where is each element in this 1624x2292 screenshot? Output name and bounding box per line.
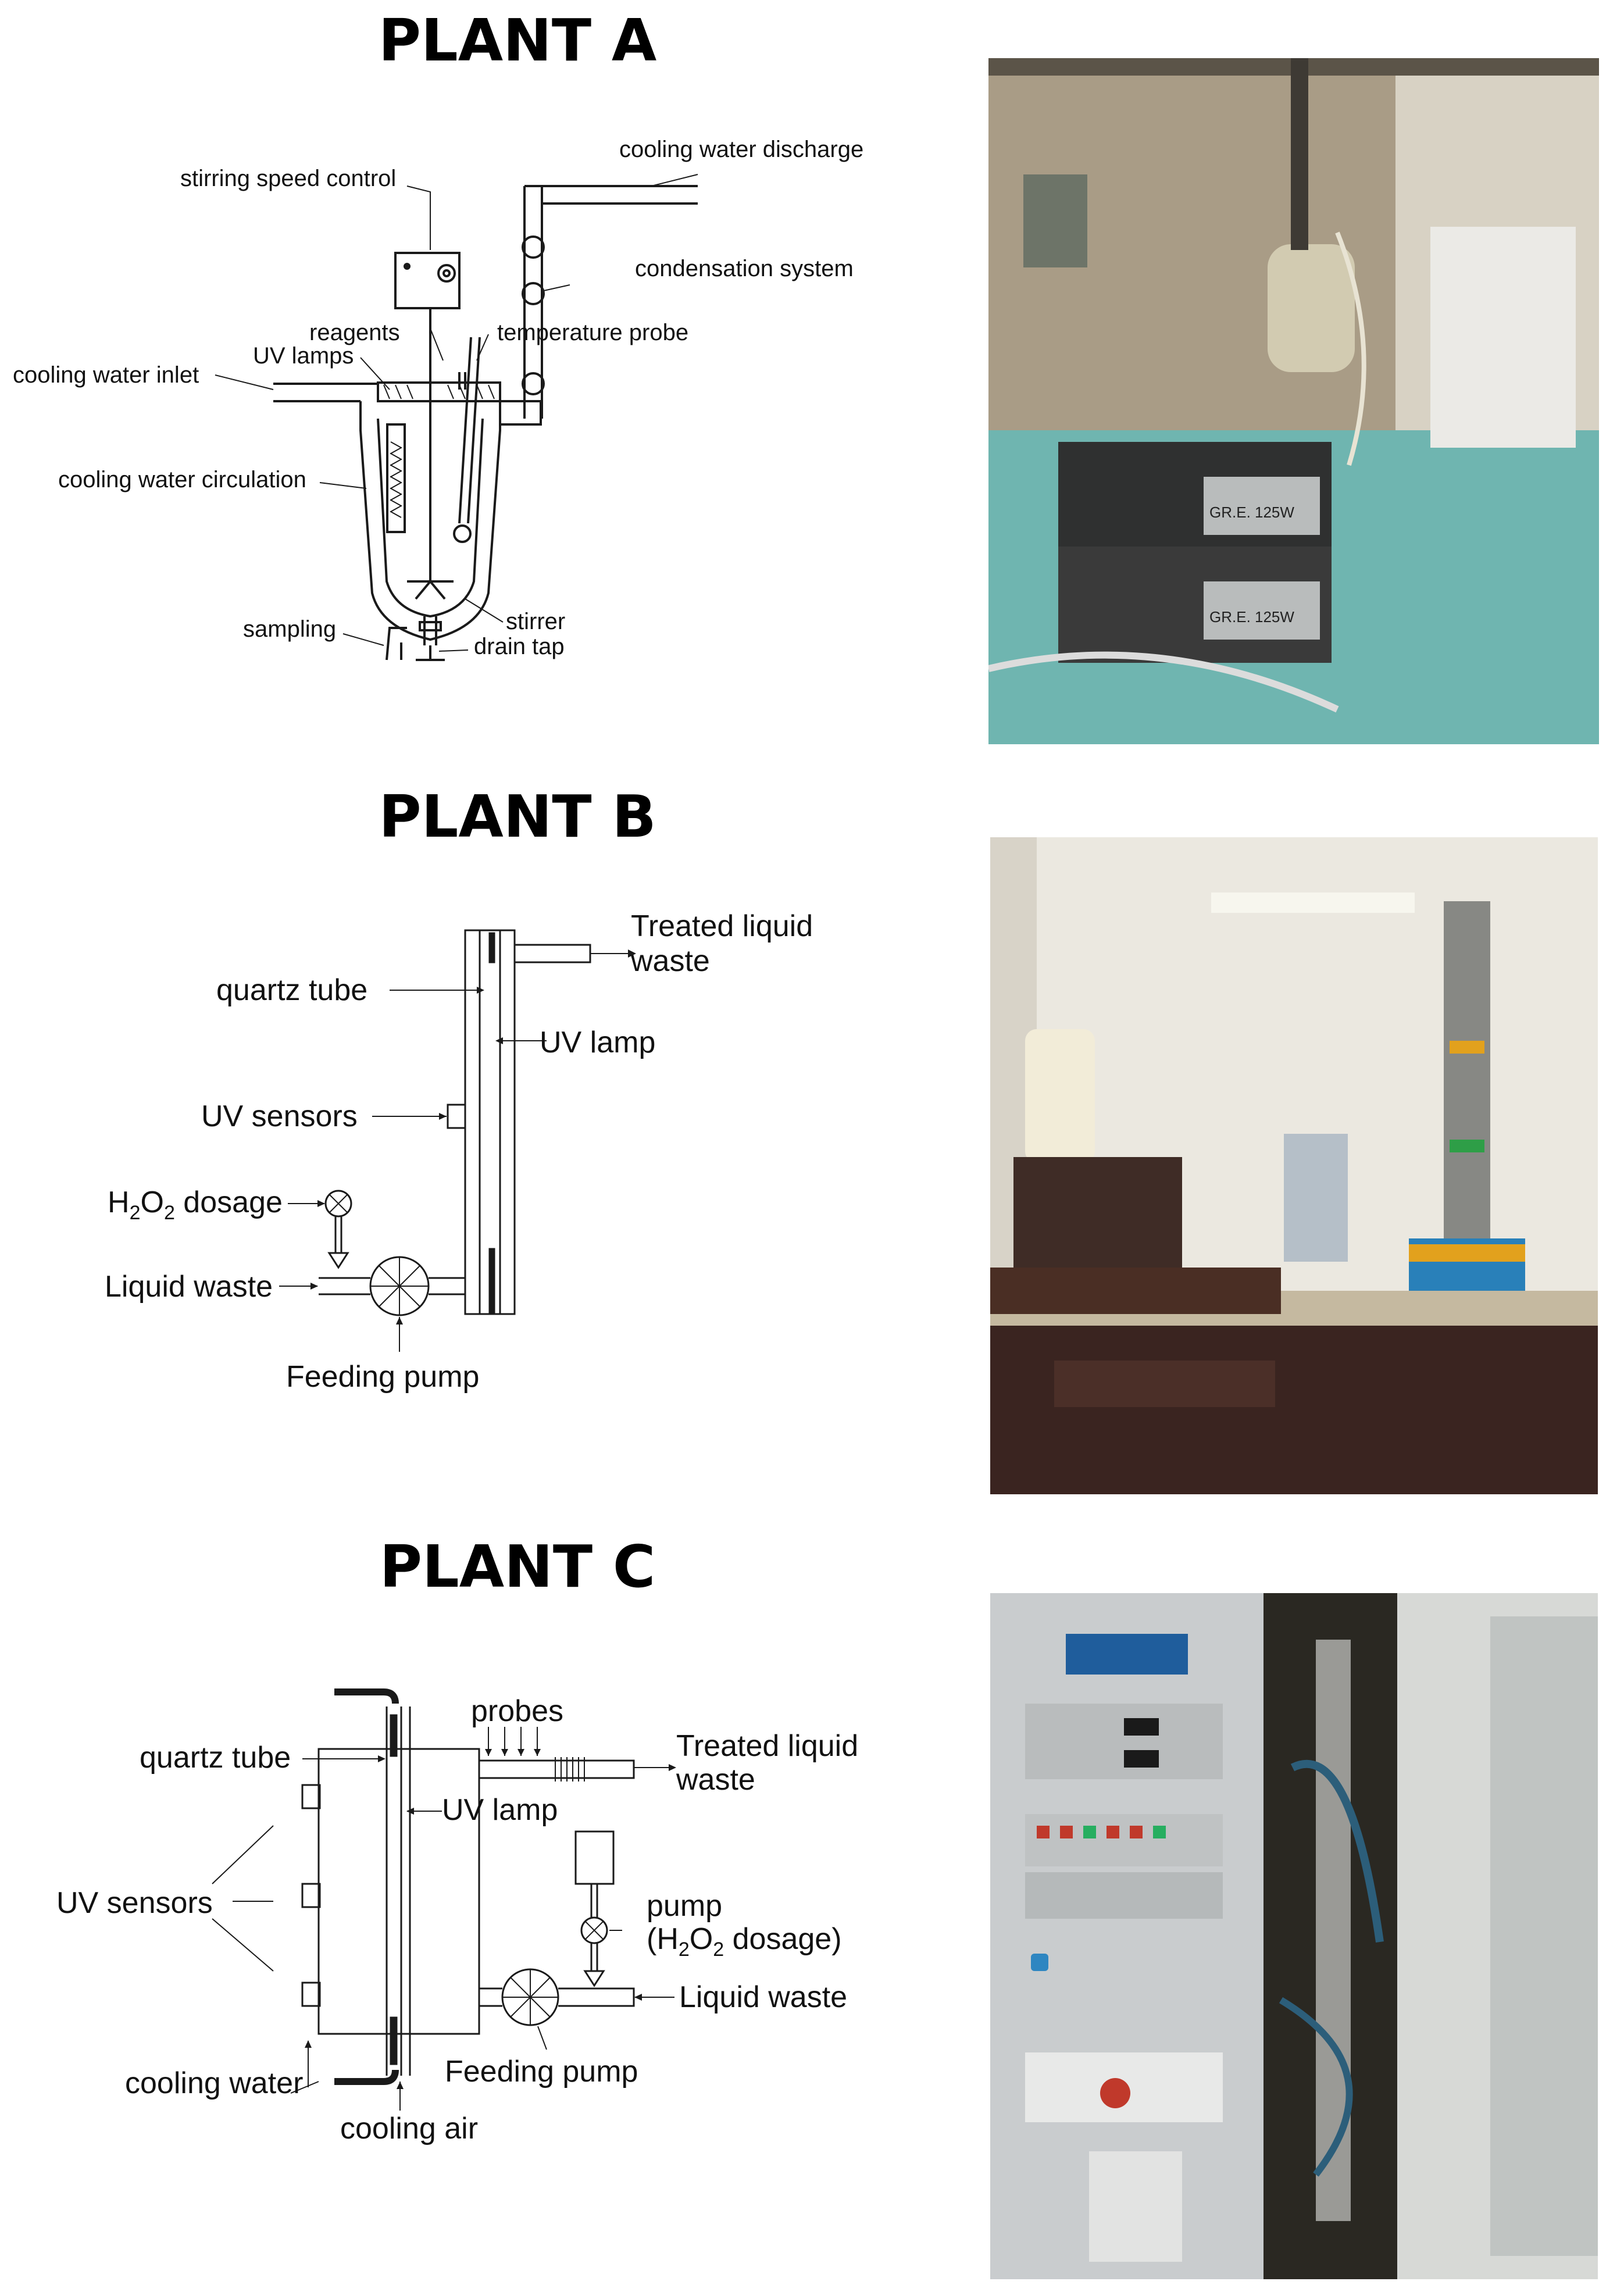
- reagents-label: reagents: [309, 320, 400, 345]
- plant-c-section: PLANT C: [0, 1506, 1624, 2292]
- plant-a-diagram: stirring speed control cooling water dis…: [13, 137, 863, 661]
- stirrer-label: stirrer: [506, 609, 565, 634]
- pump-h2o2-o: O: [690, 1922, 713, 1956]
- plant-c-treated-label-line1: Treated liquid: [676, 1729, 858, 1763]
- plant-c-cooling-water-label: cooling water: [125, 2066, 303, 2100]
- cooling-water-inlet-label: cooling water inlet: [13, 362, 199, 388]
- plant-c-pump-h2o2-label: (H2O2 dosage): [647, 1922, 842, 1961]
- plant-a-section: PLANT A: [0, 0, 1624, 756]
- h2o2-dosage-word: dosage: [175, 1186, 283, 1219]
- pump-h2o2-sub2: 2: [713, 1938, 724, 1961]
- drain-tap-label: drain tap: [474, 634, 565, 659]
- plant-b-feeding-pump-label: Feeding pump: [286, 1360, 479, 1394]
- plant-b-photo: [990, 837, 1598, 1494]
- cooling-water-discharge-label: cooling water discharge: [619, 137, 863, 162]
- plant-c-cooling-air-label: cooling air: [340, 2112, 478, 2145]
- plant-b-uv-sensors-label: UV sensors: [201, 1099, 358, 1133]
- plant-b-title: PLANT B: [379, 783, 656, 851]
- pump-h2o2-close: dosage): [724, 1922, 841, 1956]
- plant-b-treated-label-line2: waste: [630, 944, 710, 978]
- temperature-probe-label: temperature probe: [497, 320, 688, 345]
- plant-b-h2o2-dosage-label: H2O2 dosage: [108, 1186, 283, 1224]
- h2o2-o: O: [140, 1186, 163, 1219]
- plant-c-quartz-tube-label: quartz tube: [140, 1741, 291, 1775]
- plant-c-title: PLANT C: [379, 1533, 656, 1601]
- uv-lamps-label: UV lamps: [253, 343, 354, 369]
- stirring-speed-control-label: stirring speed control: [180, 166, 396, 191]
- sampling-label: sampling: [243, 616, 336, 642]
- h2o2-h: H: [108, 1186, 130, 1219]
- plant-c-liquid-waste-label: Liquid waste: [679, 1980, 847, 2014]
- plant-c-uv-sensors-label: UV sensors: [56, 1886, 213, 1920]
- plant-b-quartz-tube-label: quartz tube: [216, 973, 367, 1007]
- h2o2-sub2: 2: [164, 1202, 175, 1224]
- plant-c-pump-label: pump: [647, 1889, 722, 1923]
- condensation-system-label: condensation system: [635, 256, 854, 281]
- plant-c-photo: [990, 1593, 1598, 2279]
- plant-b-section: PLANT B: [0, 756, 1624, 1506]
- plant-c-diagram: probes quartz tube Treated liquid waste …: [56, 1688, 858, 2145]
- plant-c-probes-label: probes: [471, 1694, 563, 1728]
- photo-a-unit-label-1: GR.E. 125W: [1209, 504, 1294, 521]
- photo-a-unit-label-2: GR.E. 125W: [1209, 608, 1294, 626]
- plant-b-uv-lamp-label: UV lamp: [540, 1026, 655, 1059]
- h2o2-sub1: 2: [130, 1202, 141, 1224]
- plant-c-feeding-pump-label: Feeding pump: [445, 2055, 638, 2088]
- pump-h2o2-open: (H: [647, 1922, 679, 1956]
- plant-b-liquid-waste-label: Liquid waste: [105, 1270, 273, 1304]
- plant-c-treated-label-line2: waste: [676, 1763, 755, 1797]
- plant-c-uv-lamp-label: UV lamp: [442, 1793, 558, 1827]
- plant-b-diagram: Treated liquid waste quartz tube UV lamp…: [105, 909, 813, 1394]
- cooling-water-circulation-label: cooling water circulation: [58, 467, 306, 492]
- pump-h2o2-sub1: 2: [679, 1938, 690, 1961]
- plant-a-photo: GR.E. 125W GR.E. 125W: [988, 58, 1599, 744]
- plant-a-title: PLANT A: [378, 6, 657, 74]
- plant-b-treated-label-line1: Treated liquid: [631, 909, 813, 943]
